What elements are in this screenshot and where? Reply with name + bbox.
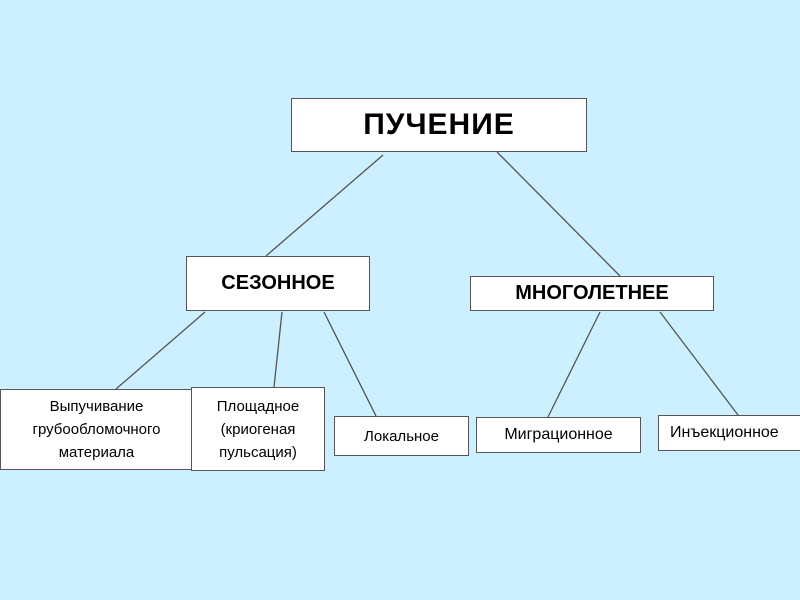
edge-root-to-perennial <box>496 151 621 277</box>
root-node-label: ПУЧЕНИЕ <box>363 108 515 141</box>
edge-perennial-to-leaf-5 <box>659 311 739 416</box>
leaf-node-local-label: Локальное <box>364 427 439 445</box>
edge-perennial-to-leaf-4 <box>547 311 601 418</box>
edge-seasonal-to-leaf-3 <box>323 311 377 417</box>
leaf-node-areal-label: Площадное (криогеная пульсация) <box>216 397 300 461</box>
leaf-node-areal: Площадное (криогеная пульсация) <box>191 387 325 471</box>
leaf-node-frost-heave-coarse: Выпучивание грубообломочного материала <box>0 389 193 470</box>
leaf-node-local: Локальное <box>334 416 469 456</box>
branch-node-perennial: МНОГОЛЕТНЕЕ <box>470 276 714 311</box>
leaf-node-injection-label: Инъекционное <box>670 424 779 441</box>
branch-node-seasonal-label: СЕЗОННОЕ <box>221 272 335 294</box>
leaf-node-injection: Инъекционное <box>658 415 800 451</box>
branch-node-seasonal: СЕЗОННОЕ <box>186 256 370 311</box>
leaf-node-frost-heave-coarse-label: Выпучивание грубообломочного материала <box>32 398 161 461</box>
branch-node-perennial-label: МНОГОЛЕТНЕЕ <box>515 282 669 304</box>
leaf-node-migration: Миграционное <box>476 417 641 453</box>
edge-seasonal-to-leaf-1 <box>115 311 206 390</box>
root-node: ПУЧЕНИЕ <box>291 98 587 152</box>
edge-root-to-seasonal <box>265 154 384 257</box>
edge-seasonal-to-leaf-2 <box>273 311 283 388</box>
leaf-node-migration-label: Миграционное <box>504 426 613 443</box>
